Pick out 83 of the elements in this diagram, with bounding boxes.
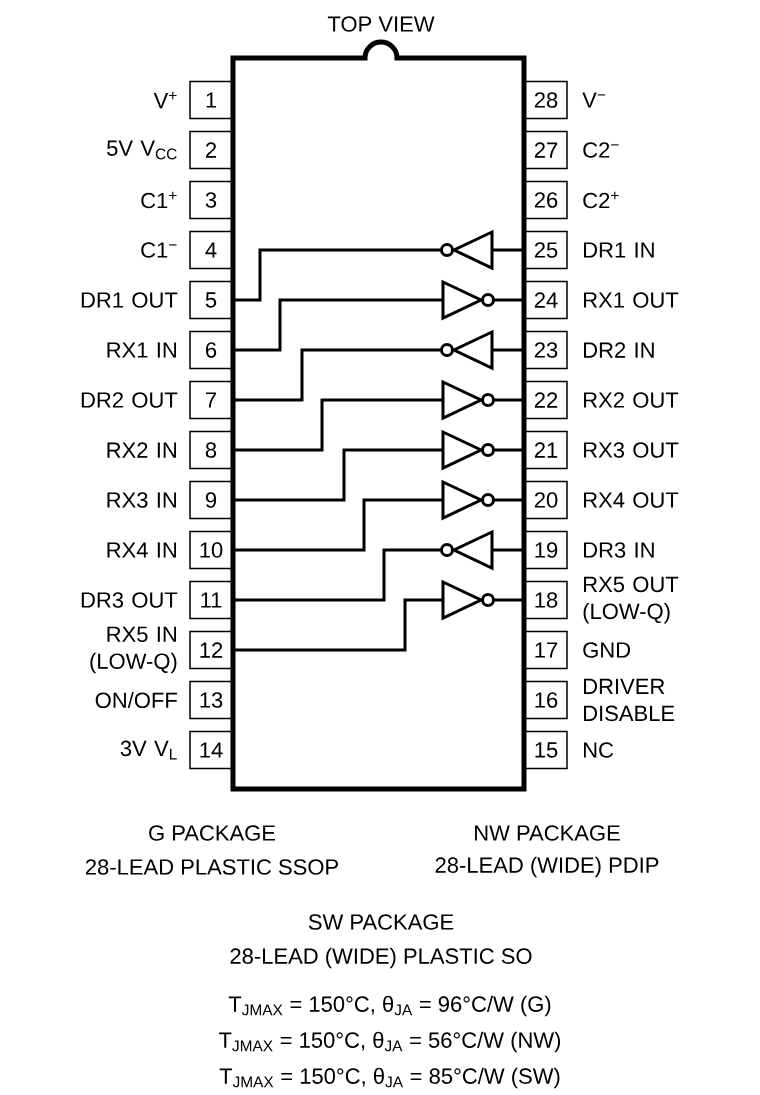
wire — [233, 298, 443, 352]
pin-box: 4 — [189, 230, 233, 270]
wire — [492, 548, 524, 552]
wire — [494, 598, 524, 602]
wire — [494, 398, 524, 402]
pin-label: V$^{+}$ — [153, 91, 177, 109]
pin-label: RX1 IN — [107, 342, 176, 358]
pin-box: 25 — [524, 230, 568, 270]
pin-label: RX1 OUT — [584, 292, 679, 308]
pin-label: 5V V$_{CC}$ — [107, 140, 177, 160]
pin-box: 1 — [189, 80, 233, 120]
package-description: 28-LEAD PLASTIC SSOP — [85, 859, 338, 875]
package-description: 28-LEAD (WIDE) PLASTIC SO — [230, 947, 532, 969]
pin-label: C2$^{+}$ — [583, 191, 619, 209]
pin-box: 24 — [524, 280, 568, 320]
pin-box: 7 — [189, 380, 233, 420]
wire — [233, 548, 441, 602]
thermal-spec: T$_{JMAX}$ = 150°C, θ$_{JA}$ = 85°C/W (SW) — [219, 1067, 560, 1089]
pin-label: C1$^{−}$ — [141, 242, 177, 258]
wire — [494, 298, 524, 302]
pin-label: DR3 OUT — [81, 592, 178, 608]
pin-box: 14 — [189, 730, 233, 770]
pin-box: 13 — [189, 680, 233, 720]
pin-box: 5 — [189, 280, 233, 320]
wire — [233, 348, 441, 402]
package-name: SW PACKAGE — [308, 914, 454, 930]
pin-label: RX4 OUT — [584, 492, 679, 508]
pin-label: DR1 IN — [584, 242, 654, 258]
pin-box: 9 — [189, 480, 233, 520]
pin-label: DRIVER DISABLE — [584, 678, 675, 722]
wire — [233, 448, 443, 502]
pin-label: DR2 OUT — [81, 392, 178, 408]
pin-label: RX3 OUT — [584, 442, 679, 458]
pin-box: 18 — [524, 580, 568, 620]
pin-box: 20 — [524, 480, 568, 520]
wire — [494, 498, 524, 502]
view-title: TOP VIEW — [327, 16, 435, 32]
pin-box: 11 — [189, 580, 233, 620]
wire — [233, 498, 443, 552]
pin-label: DR2 IN — [584, 342, 654, 358]
pin-box: 21 — [524, 430, 568, 470]
pin-box: 19 — [524, 530, 568, 570]
pin-box: 26 — [524, 180, 568, 220]
wire — [233, 248, 441, 302]
pin-label: RX5 OUT (LOW-Q) — [583, 576, 679, 624]
pin-label: C2$^{−}$ — [583, 142, 619, 158]
pin-label: RX2 OUT — [584, 392, 679, 408]
pin-label: DR3 IN — [584, 542, 654, 558]
pin-box: 15 — [524, 730, 568, 770]
pin-box: 27 — [524, 130, 568, 170]
pin-label: RX3 IN — [107, 492, 176, 508]
pin-label: RX2 IN — [107, 442, 176, 458]
wire — [494, 448, 524, 452]
pin-box: 3 — [189, 180, 233, 220]
wire — [233, 398, 443, 452]
pin-box: 8 — [189, 430, 233, 470]
pin-label: 3V V$_{L}$ — [120, 740, 177, 760]
pin-label: ON/OFF — [95, 691, 177, 709]
pin-box: 22 — [524, 380, 568, 420]
wire — [492, 348, 524, 352]
pin-label: RX4 IN — [107, 542, 176, 558]
pin-box: 10 — [189, 530, 233, 570]
package-description: 28-LEAD (WIDE) PDIP — [435, 856, 659, 878]
package-name: G PACKAGE — [149, 825, 276, 841]
thermal-spec: T$_{JMAX}$ = 150°C, θ$_{JA}$ = 56°C/W (NW) — [219, 1031, 561, 1053]
thermal-spec: T$_{JMAX}$ = 150°C, θ$_{JA}$ = 96°C/W (G) — [228, 995, 551, 1017]
pin-label: RX5 IN (LOW-Q) — [90, 626, 177, 674]
wire — [233, 598, 443, 652]
pin-box: 16 — [524, 680, 568, 720]
pin-label: DR1 OUT — [81, 292, 178, 308]
pin-label: C1$^{+}$ — [141, 191, 177, 209]
pin-label: NC — [584, 742, 614, 758]
pin-box: 17 — [524, 630, 568, 670]
pin-box: 23 — [524, 330, 568, 370]
pin-label: GND — [583, 642, 631, 658]
pin-box: 6 — [189, 330, 233, 370]
package-name: NW PACKAGE — [475, 825, 620, 841]
ic-package-body — [230, 39, 527, 792]
pin-label: V$^{−}$ — [582, 92, 606, 108]
wire — [492, 248, 524, 252]
pin-box: 28 — [524, 80, 568, 120]
pin-box: 12 — [189, 630, 233, 670]
pin-box: 2 — [189, 130, 233, 170]
